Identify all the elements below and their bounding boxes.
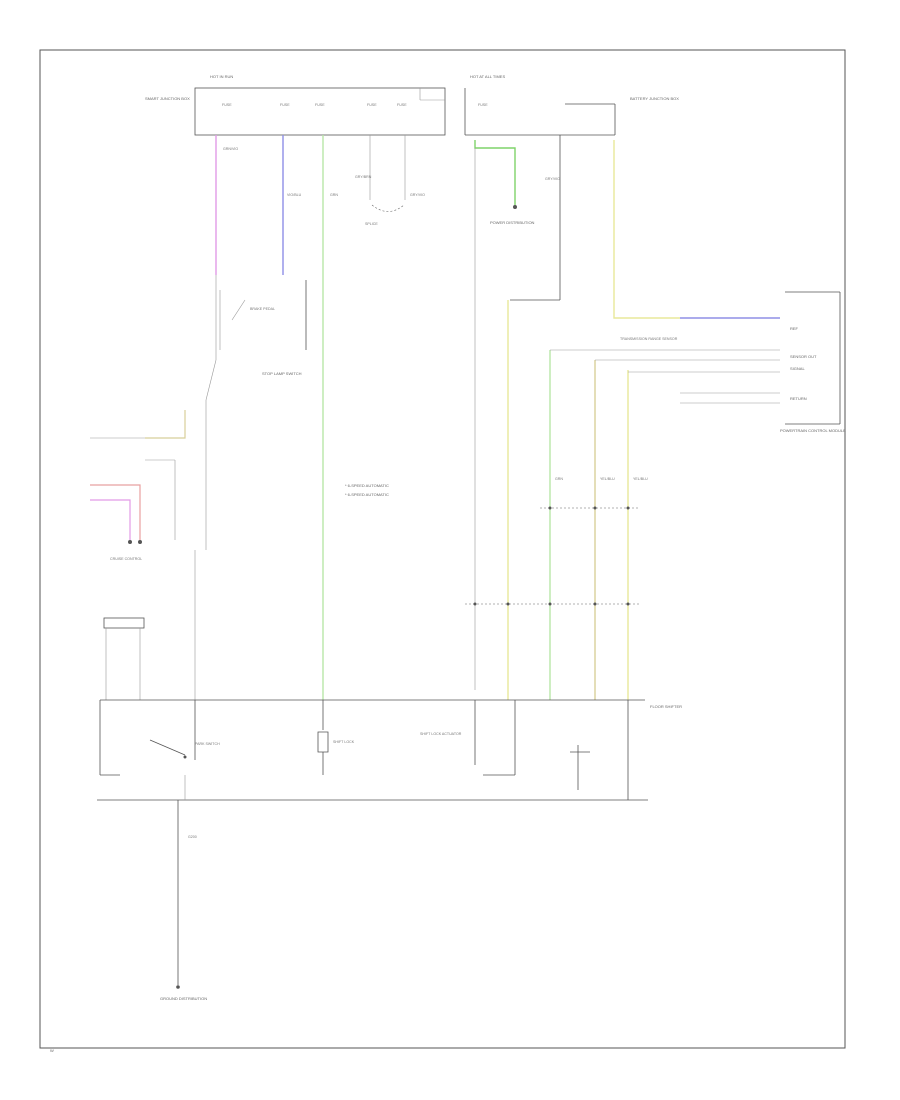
wire-red-left xyxy=(90,484,141,540)
label-fuse-1: FUSE xyxy=(222,103,232,107)
label-floor-shifter: FLOOR SHIFTER xyxy=(650,704,682,709)
label-wire-6: GRY/VIO xyxy=(545,177,560,181)
label-hot-at-all-times: HOT AT ALL TIMES xyxy=(470,74,505,79)
wire-green-bjb xyxy=(474,140,516,205)
label-transmission-range: TRANSMISSION RANGE SENSOR xyxy=(620,337,678,341)
label-brake-pedal: BRAKE PEDAL xyxy=(250,307,275,311)
label-wire-9: YEL/BLU xyxy=(633,477,648,481)
label-wire-4: GRY/BRN xyxy=(355,175,372,179)
label-fuse-4: FUSE xyxy=(367,103,377,107)
label-park-switch: PARK SWITCH xyxy=(195,742,220,746)
battery-junction-box: HOT AT ALL TIMES FUSE BATTERY JUNCTION B… xyxy=(464,74,679,136)
label-stop-lamp-switch: STOP LAMP SWITCH xyxy=(262,371,302,376)
label-cruise-control: CRUISE CONTROL xyxy=(110,557,142,561)
label-shift-lock: SHIFT LOCK xyxy=(333,740,355,744)
label-grounds: GROUND DISTRIBUTION xyxy=(160,996,207,1001)
note-1: * 6-SPEED AUTOMATIC xyxy=(345,483,389,488)
label-fuse-5: FUSE xyxy=(397,103,407,107)
label-wire-1: GRN/VIO xyxy=(223,147,238,151)
label-splice: SPLICE xyxy=(365,222,378,226)
label-wire-8: YEL/BLU xyxy=(600,477,615,481)
label-fuse-2: FUSE xyxy=(280,103,290,107)
label-fuse-6: FUSE xyxy=(478,103,488,107)
floor-shifter-assembly: FLOOR SHIFTER PARK SWITCH SHIFT LOCK SHI… xyxy=(97,699,682,801)
stop-lamp-switch: STOP LAMP SWITCH BRAKE PEDAL xyxy=(219,280,307,376)
label-wire-5: GRY/VIO xyxy=(410,193,425,197)
page-footer: W xyxy=(50,1048,54,1053)
label-sensor-out: SENSOR OUT xyxy=(790,354,817,359)
wire-yellow xyxy=(613,140,680,319)
smart-junction-box: HOT IN RUN SMART JUNCTION BOX FUSE FUSE … xyxy=(145,74,446,136)
label-ground-point: G200 xyxy=(188,835,197,839)
label-wire-7: GRN xyxy=(555,477,563,481)
label-pcm: POWERTRAIN CONTROL MODULE xyxy=(780,428,846,433)
label-fuse-3: FUSE xyxy=(315,103,325,107)
label-ref: REF xyxy=(790,326,799,331)
wire-left-tan xyxy=(145,410,186,439)
pcm-connector: REF SENSOR OUT SIGNAL RETURN POWERTRAIN … xyxy=(780,291,846,433)
label-wire-3: GRN xyxy=(330,193,338,197)
label-return: RETURN xyxy=(790,396,807,401)
label-signal: SIGNAL xyxy=(790,366,805,371)
label-smart-junction-box: SMART JUNCTION BOX xyxy=(145,96,190,101)
label-power-distribution: POWER DISTRIBUTION xyxy=(490,220,535,225)
note-2: * 6-SPEED AUTOMATIC xyxy=(345,492,389,497)
diagram-frame xyxy=(39,49,846,1049)
label-battery-junction-box: BATTERY JUNCTION BOX xyxy=(630,96,679,101)
wire-pink-left xyxy=(90,499,131,540)
label-hot-in-run: HOT IN RUN xyxy=(210,74,233,79)
label-wire-2: VIO/BLU xyxy=(287,193,302,197)
label-shift-lock-actuator: SHIFT LOCK ACTUATOR xyxy=(420,732,462,736)
